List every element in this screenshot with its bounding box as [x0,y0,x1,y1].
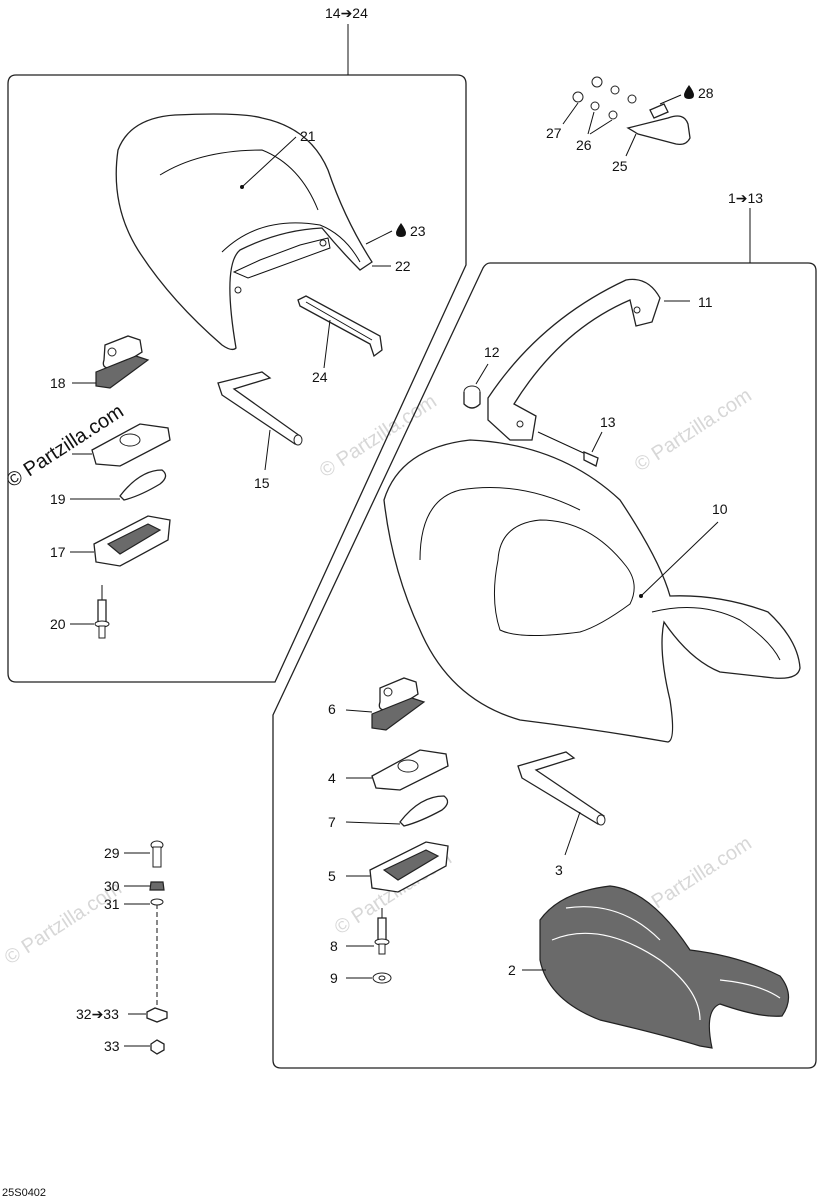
grommet [463,385,481,409]
callout-12: 12 [484,344,500,360]
callout-28: 28 [698,85,714,101]
callout-22: 22 [395,258,411,274]
callout-8: 8 [330,938,338,954]
droplet-icon [396,223,406,237]
callout-33: 33 [104,1038,120,1054]
rear-seat-cushion [115,113,373,351]
main-seat-cushion [383,439,801,743]
rear-hex-key [217,371,303,446]
u-bolt [626,103,691,146]
bolt-stack [146,840,168,1055]
callout-10: 10 [712,501,728,517]
rear-latch-base [93,515,171,567]
callout-19: 19 [50,491,66,507]
callout-5: 5 [328,868,336,884]
rear-group-frame [7,74,467,683]
callout-2: 2 [508,962,516,978]
callout-21: 21 [300,128,316,144]
callout-31: 31 [104,896,120,912]
callout-17: 17 [50,544,66,560]
callout-11: 11 [698,294,713,310]
rear-spring [119,469,167,501]
handle-screw [537,431,599,467]
nuts-and-washers [572,76,637,120]
callout-26: 26 [576,137,592,153]
callout-3: 3 [555,862,563,878]
callout-29: 29 [104,845,120,861]
callout-25: 25 [612,158,628,174]
reference-code: 25S0402 [2,1187,46,1199]
group-label-rear: 14➔24 [325,5,368,21]
rear-rivet [94,585,110,639]
callout-27: 27 [546,125,562,141]
front-spring [399,795,449,827]
front-latch-base [369,841,449,893]
callout-7: 7 [328,814,336,830]
group-label-front: 1➔13 [728,190,763,206]
callout-20: 20 [50,616,66,632]
rear-latch-bracket [91,423,171,467]
front-latch-bracket [371,749,449,791]
callout-6: 6 [328,701,336,717]
front-group-frame [272,262,817,1069]
callout-32-33: 32➔33 [76,1006,119,1022]
watermark-text: © Partzilla.com [631,384,756,476]
callout-18: 18 [50,375,66,391]
callout-4: 4 [328,770,336,786]
front-hex-key [517,751,606,826]
seat-base-pan [539,885,790,1049]
front-washer [372,972,392,984]
callout-30: 30 [104,878,120,894]
rear-strap-bracket [297,295,383,358]
front-latch [371,677,426,731]
callout-13: 13 [600,414,616,430]
callout-24: 24 [312,369,328,385]
grab-handle [487,278,661,441]
callout-23: 23 [410,223,426,239]
front-rivet [374,908,390,955]
rear-latch [95,335,150,389]
callout-15: 15 [254,475,270,491]
droplet-icon [684,85,694,99]
callout-9: 9 [330,970,338,986]
